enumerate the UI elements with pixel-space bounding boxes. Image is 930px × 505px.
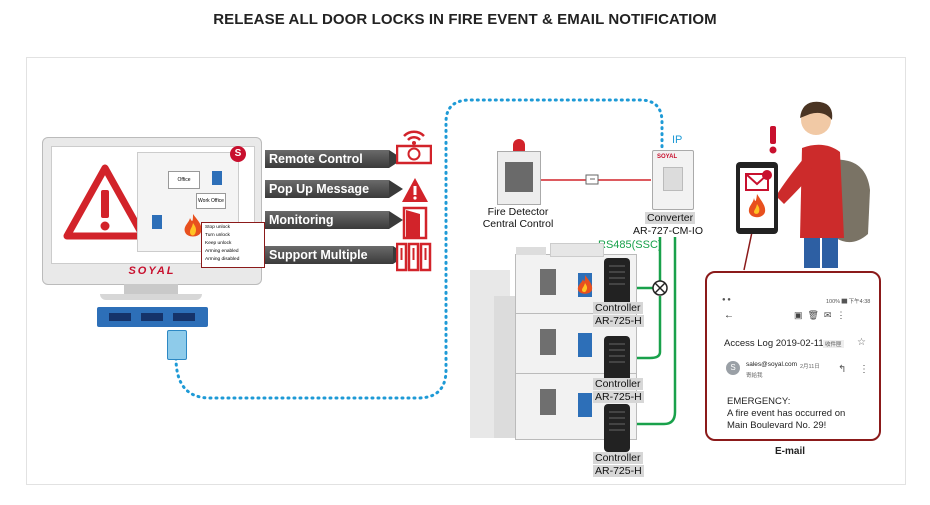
door-marker [212, 171, 222, 185]
ethernet-cable-icon [167, 330, 187, 360]
email-toolbar-icons[interactable]: ▣ 🗑 ✉ ⋮ [794, 310, 846, 320]
converter-device: SOYAL [652, 150, 694, 210]
diagram-frame [26, 57, 906, 485]
fire-icon [184, 214, 202, 237]
feature-label: Support Multiple Devices [269, 248, 368, 280]
multiple-devices-icon [396, 242, 432, 272]
menu-item[interactable]: Arming disabled [205, 257, 240, 262]
person-illustration [736, 101, 870, 268]
monitor-base [100, 294, 202, 300]
email-card [705, 271, 881, 441]
background-building [494, 296, 518, 438]
remote-control-icon [396, 130, 432, 165]
email-body-line: EMERGENCY: [727, 396, 791, 407]
rs485-label: RS485(SSC) [598, 239, 662, 251]
fire-detector-label: Fire Detector Central Control [470, 206, 566, 230]
email-body-line: A fire event has occurred on [727, 408, 846, 419]
controller-label: Controller [593, 452, 643, 464]
fire-icon [577, 275, 593, 294]
menu-item[interactable]: Turn unlock [205, 233, 230, 238]
inbox-tag: 收件匣 [823, 340, 844, 348]
recipient: 寄給我 [746, 373, 763, 379]
sender-date: 2月11日 [800, 364, 820, 370]
converter-brand: SOYAL [657, 154, 678, 160]
email-body: EMERGENCY: A fire event has occurred on … [727, 396, 845, 432]
fire-detector-line1: Fire Detector [487, 206, 549, 218]
feature-label: Monitoring [269, 213, 334, 227]
card-reader [604, 336, 630, 384]
back-arrow-icon[interactable]: ← [724, 310, 734, 321]
status-bar-time: 100% ▇ 下午4:38 [826, 299, 871, 305]
room-work-office: Work Office [196, 193, 226, 209]
soyal-logo: S [230, 146, 246, 162]
sender-avatar: S [726, 361, 740, 375]
door-marker [152, 215, 162, 229]
feature-label: Remote Control [269, 152, 363, 166]
reply-icon[interactable]: ↰ [838, 364, 847, 375]
controller-model: AR-725-H [593, 315, 644, 327]
email-caption: E-mail [774, 446, 805, 457]
rs485-links [630, 237, 677, 426]
card-reader [604, 404, 630, 452]
more-icon[interactable]: ⋮ [859, 364, 869, 375]
sender-address: sales@soyal.com [746, 361, 798, 368]
converter-model: AR-727-CM-IO [633, 225, 704, 237]
fire-detector-box [497, 151, 541, 205]
feature-multiple-devices: Support Multiple Devices [265, 246, 407, 280]
network-switch [97, 307, 208, 327]
brand-label: SOYAL [128, 265, 176, 277]
star-icon[interactable]: ☆ [857, 337, 866, 348]
door-open [578, 393, 592, 417]
feature-remote-control: Remote Control [265, 150, 403, 168]
menu-item[interactable]: Keep unlock [205, 241, 232, 246]
monitor-stand [124, 284, 178, 296]
converter-label: Converter [645, 212, 696, 224]
ip-network-link [174, 98, 664, 400]
page-title: RELEASE ALL DOOR LOCKS IN FIRE EVENT & E… [213, 11, 717, 28]
controller-model: AR-725-H [593, 391, 644, 403]
warning-icon [63, 164, 147, 240]
status-bar-icons: ● ● [722, 297, 731, 303]
controller-label: Controller [593, 302, 643, 314]
ip-label: IP [672, 134, 683, 146]
door-control-menu: Stop unlock Turn unlock Keep unlock Armi… [201, 222, 265, 268]
feature-label: Pop Up Message [269, 182, 370, 196]
monitor: Office Work Office Stop unlock Turn unlo… [42, 137, 265, 285]
card-reader [604, 258, 630, 306]
warning-icon [402, 178, 428, 202]
fire-alarm-light [513, 139, 525, 151]
email-subject: Access Log 2019-02-11 [724, 338, 824, 349]
fire-detector-line2: Central Control [482, 218, 554, 230]
door-open [578, 333, 592, 357]
controller-model: AR-725-H [593, 465, 644, 477]
door-icon [402, 206, 428, 240]
menu-item[interactable]: Arming enabled [205, 249, 239, 254]
menu-item[interactable]: Stop unlock [205, 225, 231, 230]
room-office: Office [168, 171, 200, 189]
email-body-line: Main Boulevard No. 29! [727, 420, 827, 431]
feature-pop-up-message: Pop Up Message [265, 180, 403, 198]
controller-label: Controller [593, 378, 643, 390]
feature-monitoring: Monitoring [265, 211, 403, 229]
